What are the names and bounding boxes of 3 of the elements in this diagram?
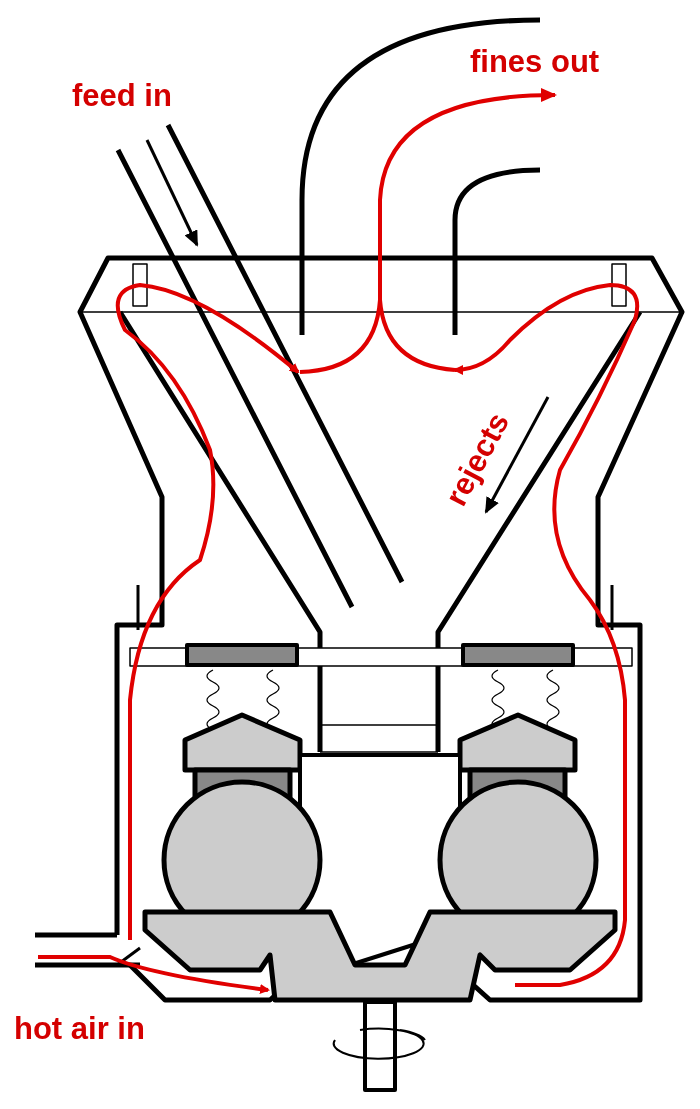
flow-label: hot air in [14, 1013, 145, 1044]
flow-label: feed in [72, 80, 172, 111]
flow-label: fines out [470, 46, 600, 77]
